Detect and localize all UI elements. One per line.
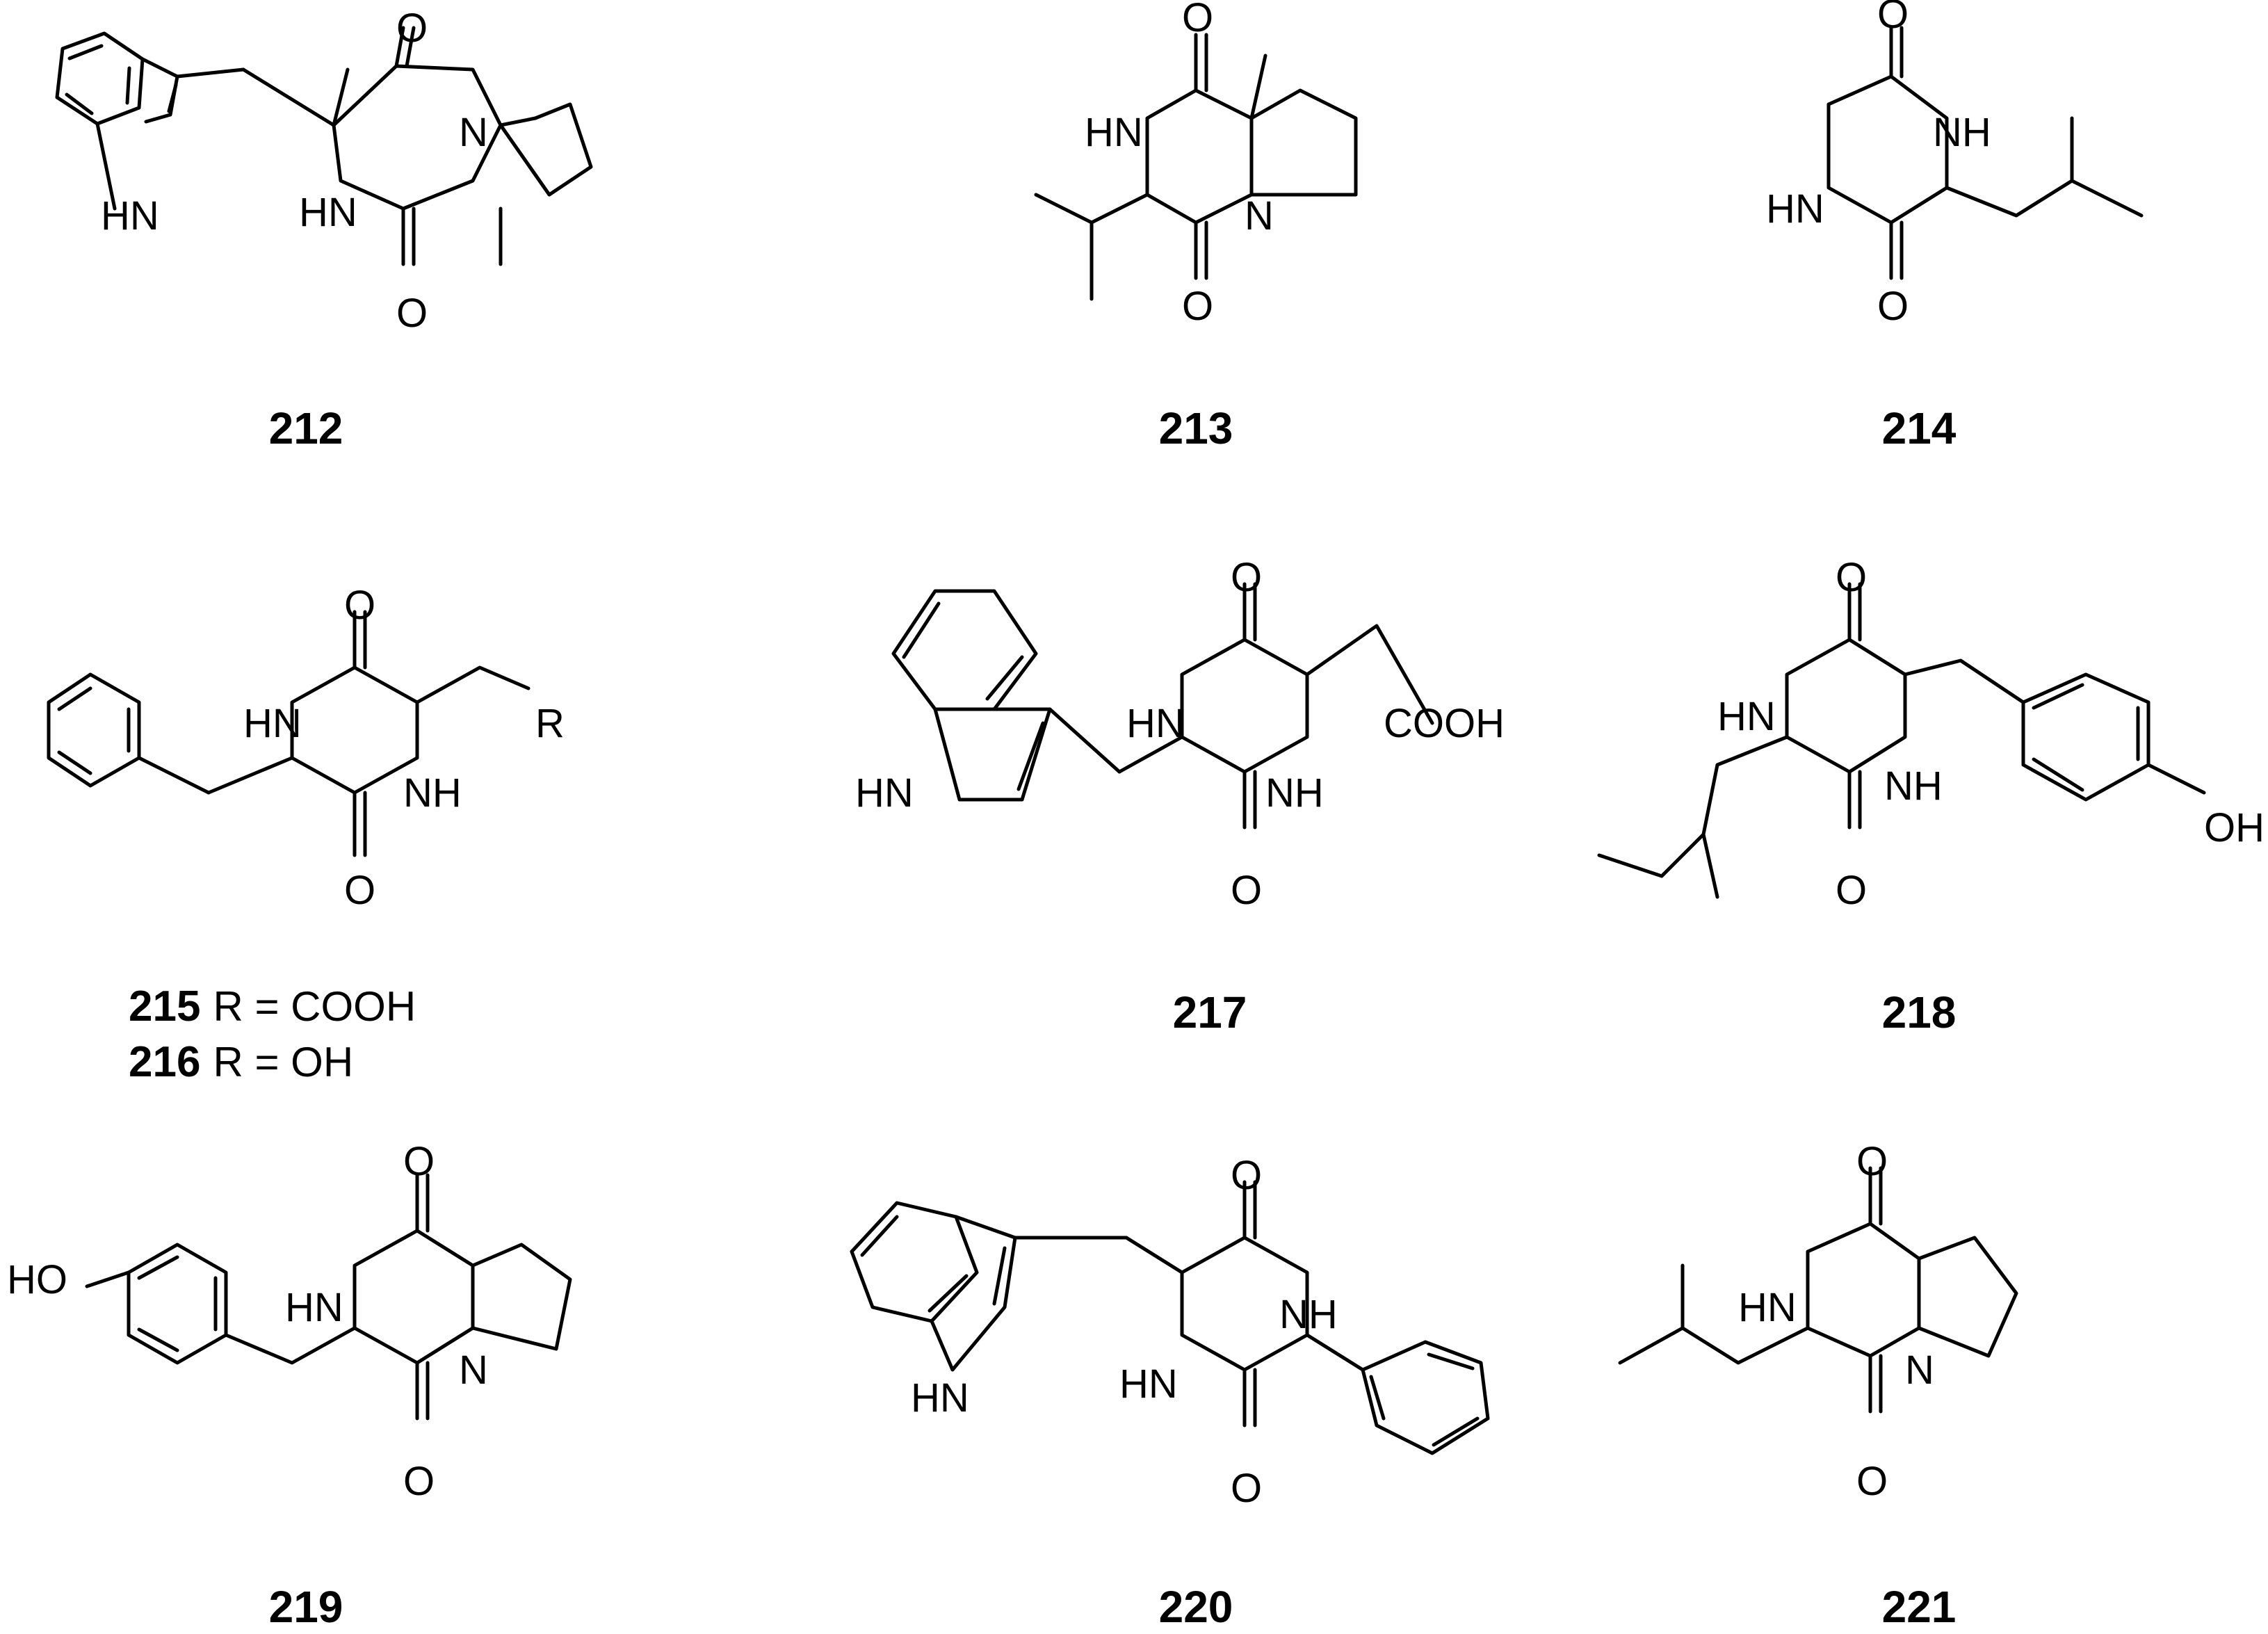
compound-label-215: 215 <box>129 982 200 1030</box>
structure-220: O NH HN O HN 220 <box>850 1153 1490 1632</box>
structure-215-216: O HN R NH O 215 R = COOH 216 R = OH <box>47 583 565 1086</box>
structure-217: O HN COOH NH O HN 217 <box>855 555 1505 1037</box>
atom-o-213-top: O <box>1182 0 1213 40</box>
atom-nh-215: NH <box>403 770 462 816</box>
structure-215-216-bonds <box>47 610 530 857</box>
atom-o-218-bottom: O <box>1836 868 1867 913</box>
atom-oh-218: OH <box>2204 805 2265 850</box>
atom-o-220-top: O <box>1231 1153 1262 1198</box>
atom-n-212: N <box>459 110 488 155</box>
atom-hn-214: HN <box>1766 186 1824 232</box>
atom-o-221-bottom: O <box>1856 1459 1888 1504</box>
structure-221: O HN N O 221 <box>1618 1139 2018 1632</box>
compound-label-216: 216 <box>129 1038 200 1086</box>
atom-hn-220: HN <box>1119 1361 1178 1407</box>
atom-hn-215: HN <box>243 701 302 746</box>
structure-212: O N HN O HN 212 <box>55 6 593 453</box>
atom-hn-217-indole: HN <box>855 770 914 816</box>
structure-217-bonds <box>891 582 1434 830</box>
atom-r-215: R <box>535 701 565 746</box>
atom-o-218-top: O <box>1836 555 1867 600</box>
atom-o-219-bottom: O <box>403 1459 435 1504</box>
atom-nh-214: NH <box>1933 110 1991 155</box>
atom-hn-218: HN <box>1717 694 1776 739</box>
structure-214: O NH HN O 214 <box>1766 0 2144 453</box>
atom-hn-221: HN <box>1738 1285 1797 1330</box>
atom-o-217-bottom: O <box>1231 868 1262 913</box>
atom-hn-217: HN <box>1126 701 1185 746</box>
structure-220-bonds <box>850 1180 1490 1455</box>
structure-219: O HN N O HO 219 <box>7 1139 572 1632</box>
atom-n-213: N <box>1245 193 1274 238</box>
atom-o-212-top: O <box>396 6 428 51</box>
compound-label-214: 214 <box>1882 403 1957 453</box>
compound-substituent-215: R = COOH <box>213 983 416 1030</box>
structure-218-bonds <box>1597 582 2206 899</box>
compound-label-218: 218 <box>1882 987 1957 1037</box>
structure-212-bonds <box>55 26 593 266</box>
atom-hn-213: HN <box>1085 110 1143 155</box>
compound-label-213: 213 <box>1159 403 1233 453</box>
atom-nh-217: NH <box>1265 770 1324 816</box>
compound-label-217: 217 <box>1173 987 1247 1037</box>
structure-221-bonds <box>1618 1166 2018 1414</box>
compound-label-220: 220 <box>1159 1582 1233 1632</box>
compound-label-219: 219 <box>269 1582 343 1632</box>
structure-219-bonds <box>85 1173 572 1421</box>
atom-nh-218: NH <box>1884 763 1943 809</box>
compound-label-221: 221 <box>1882 1582 1957 1632</box>
atom-ho-219: HO <box>7 1257 67 1302</box>
atom-o-214-bottom: O <box>1877 284 1909 329</box>
atom-nh-220: NH <box>1279 1292 1338 1337</box>
structure-213-bonds <box>1034 33 1358 301</box>
compound-label-212: 212 <box>269 403 343 453</box>
structure-213: O HN N O 213 <box>1034 0 1358 453</box>
atom-cooh-217: COOH <box>1384 701 1505 746</box>
atom-hn-219: HN <box>285 1285 343 1330</box>
atom-o-215-top: O <box>344 583 375 628</box>
atom-o-221-top: O <box>1856 1139 1888 1184</box>
compound-caption-216: 216 R = OH <box>129 1038 353 1086</box>
atom-o-214-top: O <box>1877 0 1909 37</box>
compound-caption-215: 215 R = COOH <box>129 982 416 1030</box>
atom-n-221: N <box>1905 1348 1934 1393</box>
atom-o-219-top: O <box>403 1139 435 1184</box>
atom-o-215-bottom: O <box>344 868 375 913</box>
compound-substituent-216: R = OH <box>213 1039 353 1085</box>
structure-214-bonds <box>1826 26 2144 280</box>
structure-218: O HN NH O OH 218 <box>1597 555 2265 1037</box>
atom-o-213-bottom: O <box>1182 284 1213 329</box>
atom-o-217-top: O <box>1231 555 1262 600</box>
atom-hn-212-ring: HN <box>299 190 357 235</box>
atom-hn-220-indole: HN <box>911 1375 969 1421</box>
atom-o-220-bottom: O <box>1231 1466 1262 1511</box>
atom-o-212-bottom: O <box>396 291 428 336</box>
atom-hn-212-indole: HN <box>101 193 159 238</box>
atom-n-219: N <box>459 1348 488 1393</box>
